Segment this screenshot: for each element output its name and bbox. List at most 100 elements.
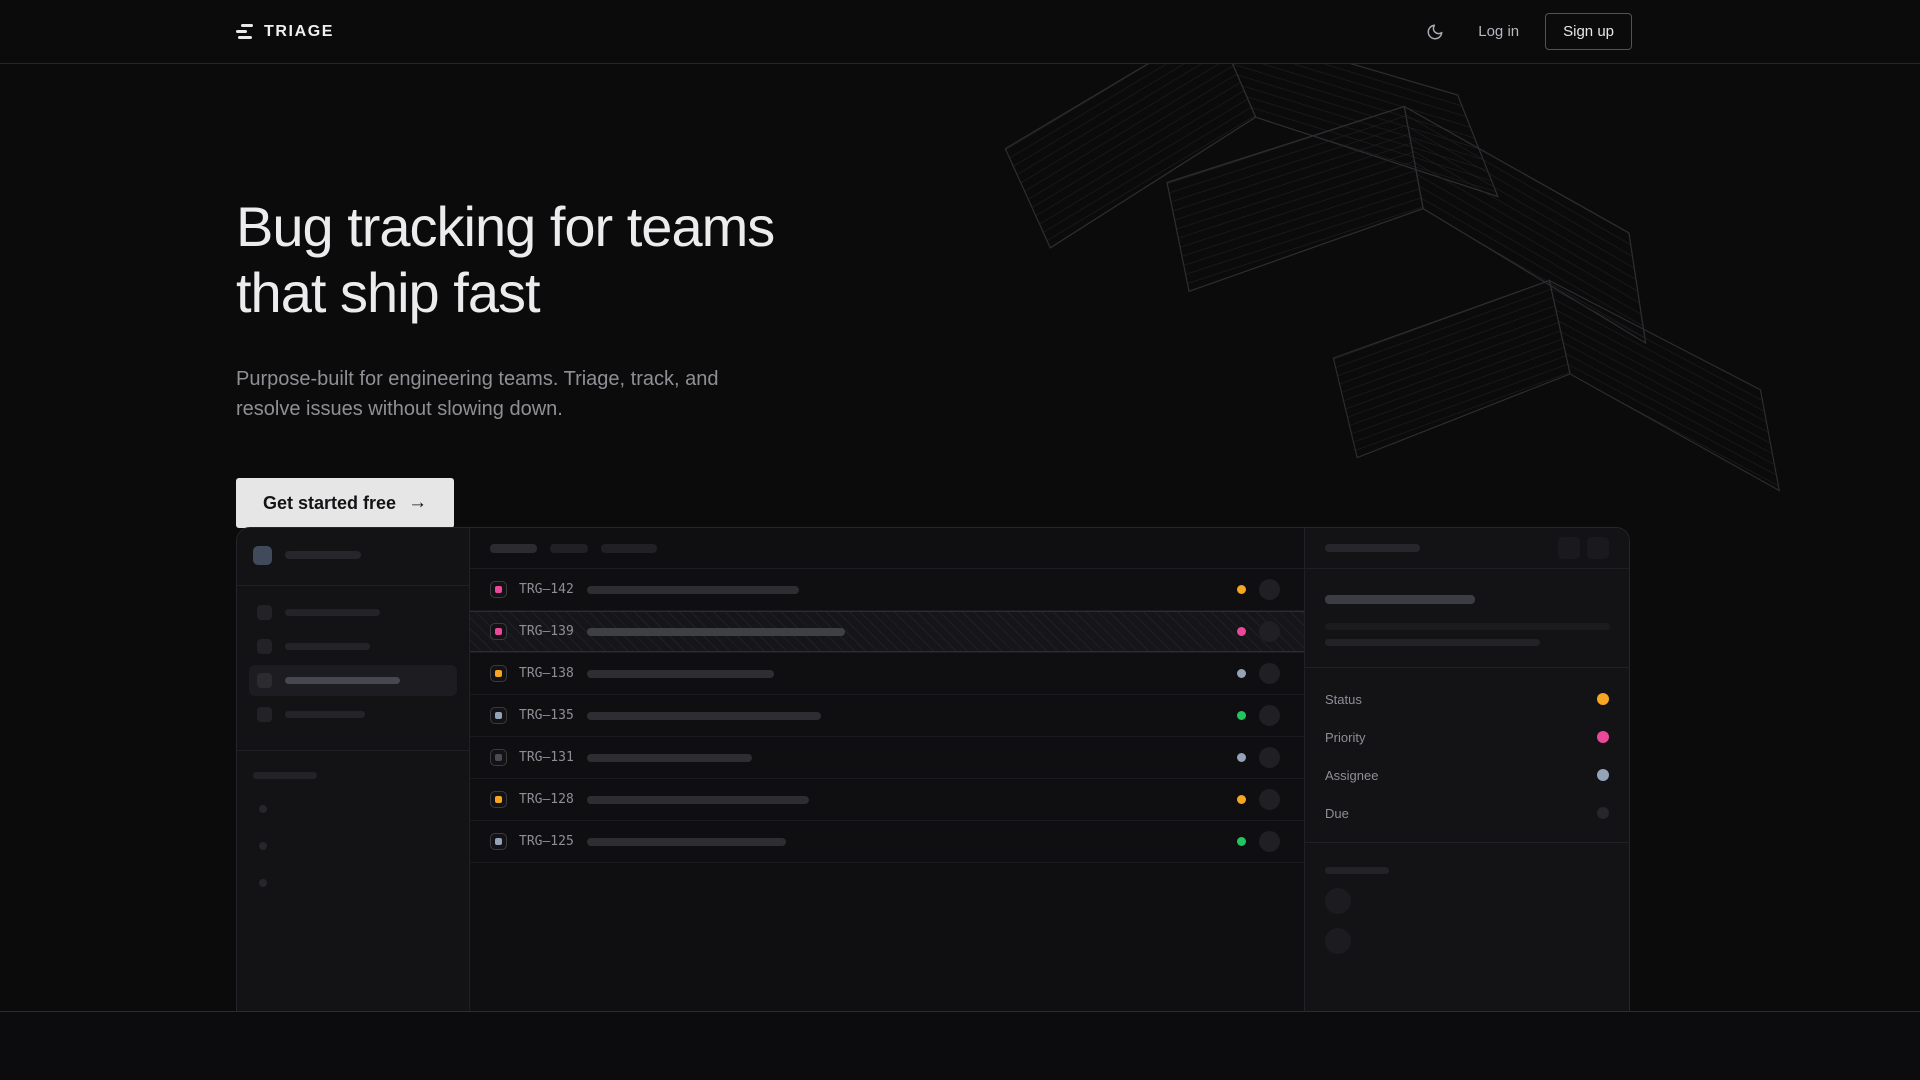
activity-avatar-placeholder — [1325, 928, 1351, 954]
brand-logo[interactable]: TRIAGE — [236, 23, 334, 41]
mockup-list-tabs — [470, 528, 1304, 569]
panel-field-value-dot — [1597, 731, 1609, 743]
panel-field-row: Status — [1325, 680, 1609, 718]
workspace-name-skeleton — [285, 551, 361, 559]
mockup-sidebar — [237, 528, 470, 1011]
signup-button[interactable]: Sign up — [1545, 13, 1632, 50]
get-started-button[interactable]: Get started free → — [236, 478, 455, 528]
sidebar-item-label-skeleton — [285, 711, 365, 718]
issue-title-skeleton — [587, 711, 821, 720]
issue-title-skeleton — [587, 627, 845, 636]
app-mockup-window: TRG–142 TRG–139 TRG–138 TRG–135 TRG–131 — [236, 527, 1630, 1011]
mock-sidebar-item — [249, 665, 457, 696]
sidebar-item-label-skeleton — [285, 677, 400, 684]
issue-title-skeleton — [587, 795, 809, 804]
hero-subtitle: Purpose-built for engineering teams. Tri… — [236, 364, 774, 424]
hero-title: Bug tracking for teams that ship fast — [236, 194, 775, 326]
mock-issue-row: TRG–131 — [470, 737, 1304, 779]
panel-divider — [1305, 842, 1629, 843]
issue-type-icon — [490, 581, 507, 598]
hero-section: Bug tracking for teams that ship fast Pu… — [0, 64, 1920, 1012]
issue-id: TRG–138 — [519, 666, 574, 681]
panel-field-row: Due — [1325, 794, 1609, 832]
issue-title-skeleton — [587, 585, 799, 594]
issue-id: TRG–139 — [519, 624, 574, 639]
activity-avatar-placeholder — [1325, 888, 1351, 914]
sidebar-divider — [237, 585, 469, 586]
issue-id: TRG–142 — [519, 582, 574, 597]
issue-assignee-avatar — [1259, 579, 1280, 600]
sidebar-section-label-skeleton — [253, 772, 317, 779]
issue-title-skeleton — [587, 669, 774, 678]
issue-assignee-avatar — [1259, 621, 1280, 642]
issue-assignee-avatar — [1259, 747, 1280, 768]
sidebar-dot-placeholder — [259, 879, 267, 887]
sidebar-item-label-skeleton — [285, 609, 380, 616]
login-link[interactable]: Log in — [1478, 23, 1520, 40]
panel-header-buttons — [1558, 537, 1609, 559]
issue-id: TRG–135 — [519, 708, 574, 723]
mock-issue-row: TRG–142 — [470, 569, 1304, 611]
issue-description-skeleton — [1325, 639, 1540, 646]
mockup-issue-rows: TRG–142 TRG–139 TRG–138 TRG–135 TRG–131 — [470, 569, 1304, 863]
get-started-label: Get started free — [263, 492, 397, 513]
sidebar-dot-placeholder — [259, 842, 267, 850]
moon-icon — [1427, 24, 1443, 39]
mock-issue-row: TRG–138 — [470, 653, 1304, 695]
issue-assignee-avatar — [1259, 831, 1280, 852]
nav-actions: Log in Sign up — [1418, 13, 1632, 50]
mock-issue-row: TRG–139 — [470, 611, 1304, 653]
issue-status-dot — [1237, 753, 1246, 762]
issue-assignee-avatar — [1259, 705, 1280, 726]
mock-tab-skeleton — [601, 543, 657, 553]
panel-divider — [1305, 667, 1629, 668]
mock-sidebar-item — [249, 597, 457, 628]
issue-status-dot — [1237, 585, 1246, 594]
issue-type-icon — [490, 791, 507, 808]
panel-field-label: Due — [1325, 805, 1349, 821]
panel-field-value-dot — [1597, 769, 1609, 781]
panel-field-label: Status — [1325, 691, 1362, 707]
sidebar-item-icon-placeholder — [257, 707, 272, 722]
sidebar-item-icon-placeholder — [257, 639, 272, 654]
mockup-nav-items — [249, 597, 457, 730]
sidebar-divider — [237, 750, 469, 751]
mock-tab-skeleton — [490, 543, 537, 553]
arrow-right-icon: → — [408, 492, 428, 513]
sidebar-item-label-skeleton — [285, 643, 370, 650]
issue-status-dot — [1237, 837, 1246, 846]
sidebar-dot-placeholder — [259, 805, 267, 813]
panel-icon-button — [1558, 537, 1580, 559]
sidebar-item-icon-placeholder — [257, 605, 272, 620]
panel-field-value-dot — [1597, 807, 1609, 819]
mock-sidebar-item — [249, 631, 457, 662]
issue-title-skeleton — [587, 753, 752, 762]
sidebar-dots — [259, 805, 453, 887]
mock-issue-row: TRG–128 — [470, 779, 1304, 821]
navbar: TRIAGE Log in Sign up — [0, 0, 1920, 64]
panel-icon-button — [1587, 537, 1609, 559]
issue-id: TRG–131 — [519, 750, 574, 765]
panel-field-label: Assignee — [1325, 767, 1379, 783]
hero-title-line1: Bug tracking for teams — [236, 195, 775, 258]
mockup-workspace-row — [253, 545, 453, 565]
issue-type-icon — [490, 749, 507, 766]
wireframe-folds-decoration — [997, 64, 1802, 510]
activity-avatars — [1325, 888, 1609, 954]
issue-title-skeleton — [1325, 595, 1475, 604]
next-section — [0, 1012, 1920, 1079]
mock-issue-row: TRG–125 — [470, 821, 1304, 863]
issue-id: TRG–125 — [519, 834, 574, 849]
hero-title-line2: that ship fast — [236, 261, 541, 324]
panel-field-row: Priority — [1325, 718, 1609, 756]
panel-field-label: Priority — [1325, 729, 1366, 745]
theme-toggle-button[interactable] — [1418, 15, 1452, 49]
issue-status-dot — [1237, 669, 1246, 678]
issue-assignee-avatar — [1259, 663, 1280, 684]
mock-sidebar-item — [249, 699, 457, 730]
issue-description-skeleton — [1325, 623, 1610, 630]
panel-title-skeleton — [1325, 544, 1420, 552]
hero-subtitle-line2: resolve issues without slowing down. — [236, 398, 563, 420]
